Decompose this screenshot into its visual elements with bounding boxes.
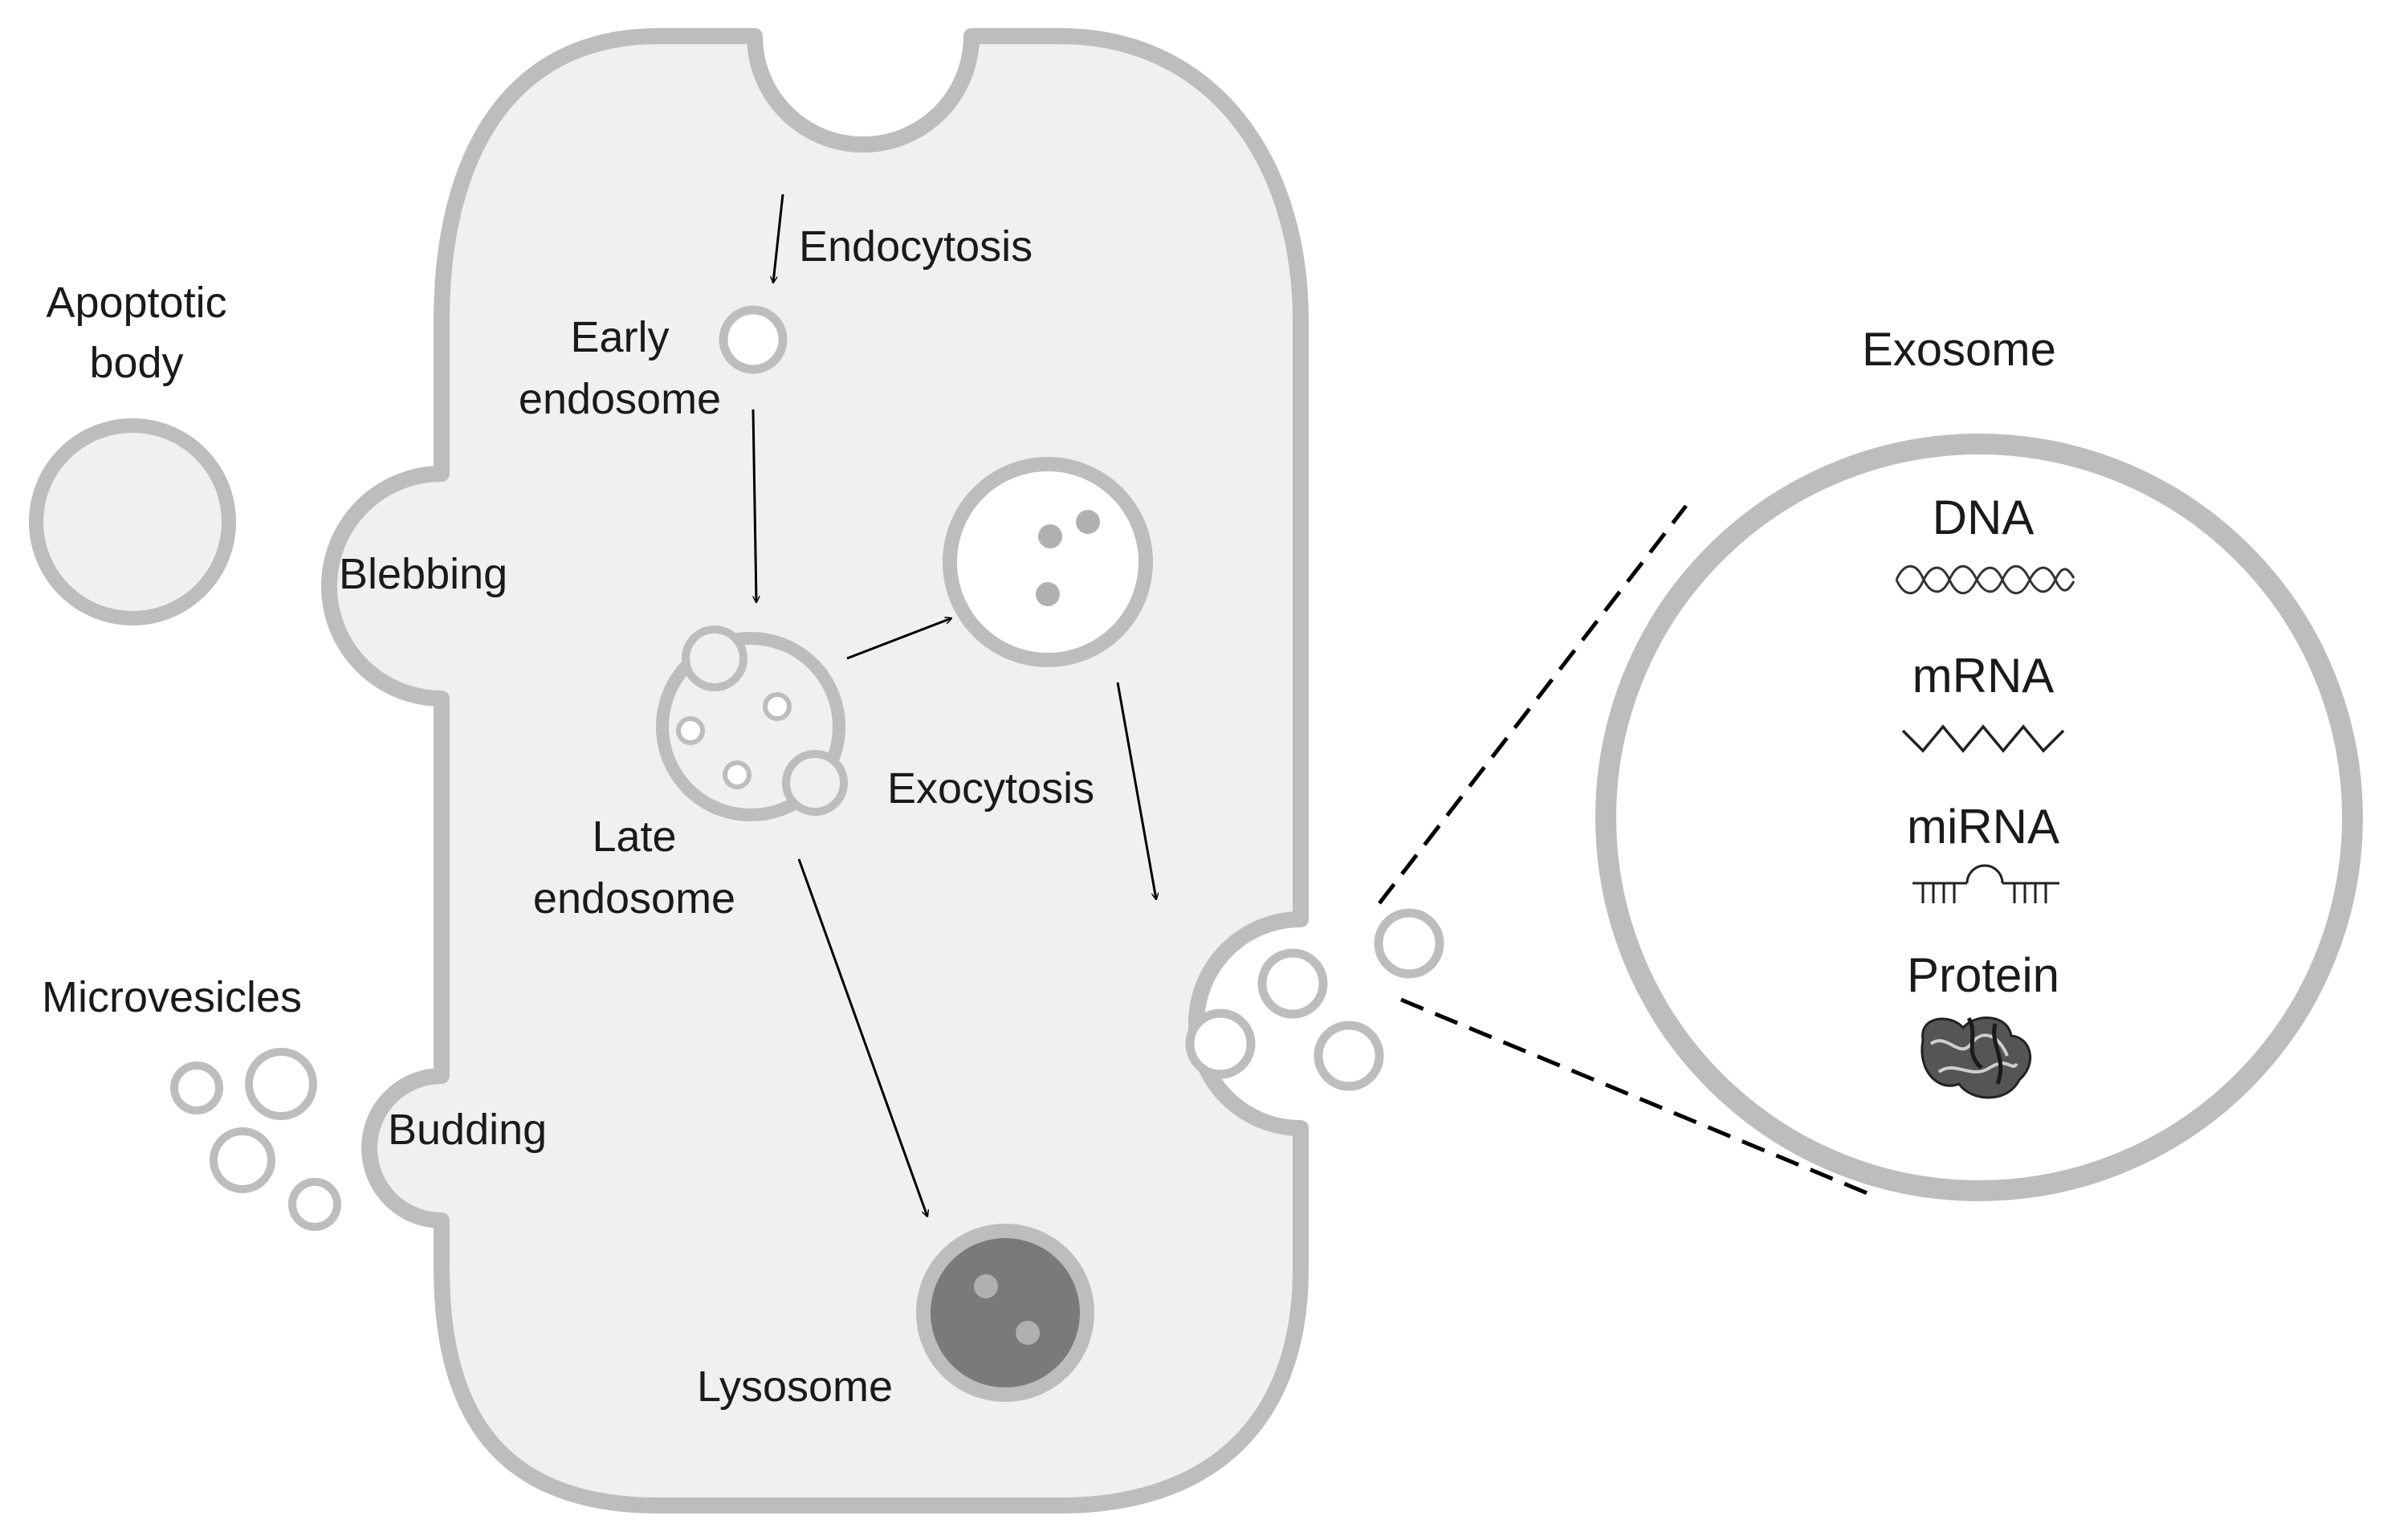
apoptotic-body-label-line-1: Apoptotic [46,279,226,327]
exosome-detail-circle [1595,434,2363,1201]
zoom-line-bottom [1400,997,1876,1199]
exosome-vesicle [1257,948,1328,1019]
late-to-mvb-arrow [846,618,951,660]
exosome-vesicle [1185,1008,1256,1079]
mrna-label: mRNA [1912,649,2055,703]
protein-fold-icon [1921,1016,2032,1099]
early-endosome-label-line-1: Early [570,313,669,361]
microvesicle [245,1048,317,1120]
apoptotic-body [29,418,236,625]
exosome-vesicle [1314,1021,1384,1091]
exocytosis-arrow [1116,682,1156,899]
dna-helix-icon [1895,564,2075,595]
early-endosome-label-line-2: endosome [519,375,721,423]
apoptotic-body-label-line-2: body [89,339,183,387]
late-endosome-label-line-2: endosome [533,874,735,923]
mirna-hairpin-icon [1912,864,2059,903]
microvesicle [210,1127,275,1193]
protein-label: Protein [1907,948,2059,1002]
mirna-label: miRNA [1907,800,2059,854]
zoom-line-top [1378,504,1688,905]
exocytosis-label: Exocytosis [887,764,1094,813]
microvesicle [288,1178,341,1231]
lysosome [916,1224,1094,1402]
microvesicles-label: Microvesicles [42,973,302,1021]
mrna-wave-icon [1901,724,2065,753]
exosome-vesicle [1374,908,1444,979]
early-to-late-arrow [752,409,756,602]
blebbing-label: Blebbing [339,550,507,598]
microvesicle [170,1061,223,1114]
late-endosome-label-line-1: Late [592,813,676,861]
endocytosis-arrow [773,194,784,283]
exosome-title: Exosome [1862,324,2056,376]
budding-label: Budding [388,1106,547,1154]
multivesicular-body [943,457,1153,667]
dna-label: DNA [1933,491,2035,544]
late-endosome [656,625,848,821]
late-to-lysosome-arrow [797,858,927,1216]
endocytosis-label: Endocytosis [799,222,1033,271]
lysosome-label: Lysosome [697,1363,893,1411]
early-endosome [719,305,788,374]
